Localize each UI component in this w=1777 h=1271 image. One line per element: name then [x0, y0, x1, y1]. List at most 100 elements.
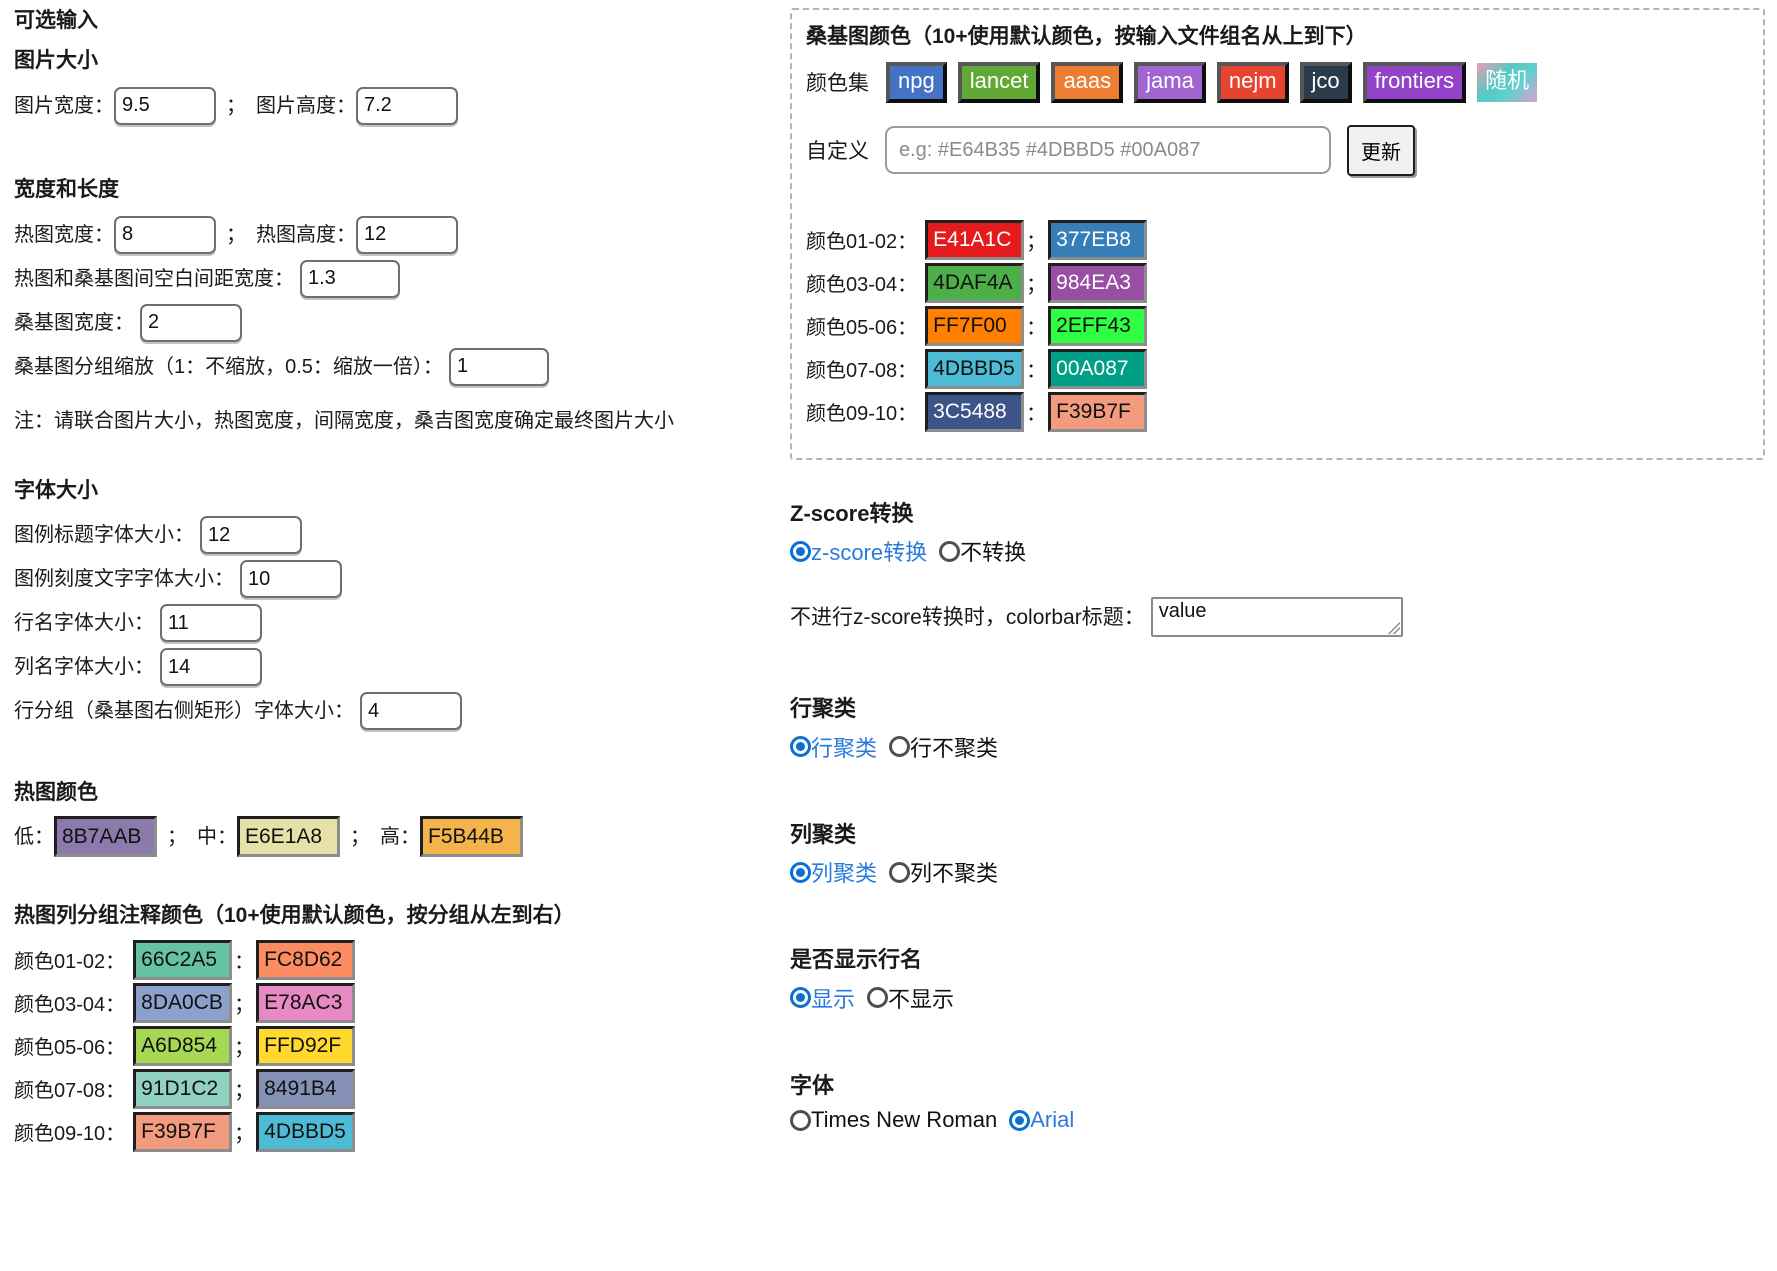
row-cluster-section: 行聚类 行聚类 行不聚类 [790, 695, 1775, 763]
sankey-color-09-swatch[interactable]: 3C5488 [925, 391, 1025, 432]
rowname-fontsize-label: 行名字体大小： [14, 612, 154, 634]
colname-fontsize-input[interactable] [160, 648, 262, 686]
color-08-swatch[interactable]: 8491B4 [256, 1068, 356, 1109]
sankey-color-10-swatch[interactable]: F39B7F [1048, 391, 1148, 432]
palette-jama-button[interactable]: jama [1134, 62, 1206, 103]
separator: ； [234, 994, 255, 1016]
update-button[interactable]: 更新 [1347, 124, 1415, 176]
image-width-label: 图片宽度： [14, 94, 114, 117]
color-03-04-label: 颜色03-04： [14, 994, 126, 1016]
gap-width-input[interactable] [300, 259, 400, 298]
legend-tick-fontsize-input[interactable] [240, 560, 342, 598]
zscore-off-radio[interactable] [939, 540, 961, 562]
sankey-scale-input[interactable] [448, 347, 549, 386]
font-size-heading: 字体大小 [14, 478, 98, 502]
row-cluster-off-label[interactable]: 行不聚类 [910, 735, 999, 761]
color-02-swatch[interactable]: FC8D62 [256, 939, 356, 980]
show-rownames-on-label[interactable]: 显示 [811, 986, 856, 1012]
image-height-input[interactable] [356, 86, 458, 125]
heatmap-width-input[interactable] [114, 215, 216, 254]
sankey-color-04-swatch[interactable]: 984EA3 [1048, 262, 1148, 303]
font-heading: 字体 [790, 1072, 835, 1098]
separator: ； [234, 1037, 255, 1059]
image-width-input[interactable] [114, 86, 216, 125]
zscore-on-radio[interactable] [790, 540, 811, 562]
palette-aaas-button[interactable]: aaas [1051, 62, 1124, 103]
high-color-label: 高： [380, 825, 420, 848]
color-07-swatch[interactable]: 91D1C2 [133, 1068, 233, 1109]
heatmap-height-label: 热图高度： [256, 223, 356, 246]
heatmap-height-input[interactable] [356, 215, 458, 254]
separator: ； [234, 1080, 255, 1102]
zscore-on-label[interactable]: z-score转换 [811, 540, 928, 566]
sankey-color-03-04-label: 颜色03-04： [806, 274, 918, 297]
mid-color-label: 中： [197, 825, 237, 848]
legend-title-fontsize-input[interactable] [200, 516, 302, 554]
rowgroup-fontsize-input[interactable] [360, 692, 462, 730]
palette-jco-button[interactable]: jco [1299, 62, 1352, 103]
sankey-color-05-swatch[interactable]: FF7F00 [925, 305, 1025, 346]
color-01-swatch[interactable]: 66C2A5 [133, 939, 233, 980]
separator: ； [234, 1123, 255, 1145]
color-09-swatch[interactable]: F39B7F [133, 1111, 233, 1152]
color-07-08-label: 颜色07-08： [14, 1080, 126, 1102]
colname-fontsize-label: 列名字体大小： [14, 656, 154, 678]
palette-nejm-button[interactable]: nejm [1216, 62, 1289, 103]
show-rownames-off-label[interactable]: 不显示 [888, 986, 955, 1012]
col-cluster-off-radio[interactable] [889, 861, 911, 883]
font-times-label[interactable]: Times New Roman [811, 1107, 998, 1133]
palette-npg-button[interactable]: npg [886, 62, 947, 103]
col-cluster-section: 列聚类 列聚类 列不聚类 [790, 821, 1775, 889]
zscore-off-label[interactable]: 不转换 [960, 540, 1027, 566]
color-04-swatch[interactable]: E78AC3 [256, 982, 356, 1023]
left-panel: 可选输入 图片大小 图片宽度： ； 图片高度： 宽度和长度 热图宽度： ； 热图… [14, 8, 786, 1152]
low-color-swatch[interactable]: 8B7AAB [54, 816, 157, 858]
separator: ： [1026, 360, 1047, 383]
separator: ： [1026, 403, 1047, 426]
colorbar-title-textarea[interactable]: value [1150, 597, 1403, 638]
show-rownames-heading: 是否显示行名 [790, 947, 923, 973]
sankey-color-08-swatch[interactable]: 00A087 [1048, 348, 1148, 389]
legend-tick-fontsize-label: 图例刻度文字字体大小： [14, 568, 234, 590]
rowgroup-fontsize-label: 行分组（桑基图右侧矩形）字体大小： [14, 700, 354, 722]
sankey-color-05-06-label: 颜色05-06： [806, 317, 918, 340]
gap-width-label: 热图和桑基图间空白间距宽度： [14, 267, 294, 290]
sankey-color-09-10-label: 颜色09-10： [806, 403, 918, 426]
legend-title-fontsize-label: 图例标题字体大小： [14, 524, 194, 546]
show-rownames-on-radio[interactable] [790, 987, 811, 1009]
sankey-color-01-swatch[interactable]: E41A1C [925, 219, 1025, 260]
show-rownames-off-radio[interactable] [867, 987, 889, 1009]
separator: ； [167, 825, 187, 848]
sankey-color-07-swatch[interactable]: 4DBBD5 [925, 348, 1025, 389]
rowname-fontsize-input[interactable] [160, 604, 262, 642]
col-cluster-on-label[interactable]: 列聚类 [811, 861, 878, 887]
sankey-width-input[interactable] [140, 303, 242, 342]
col-cluster-on-radio[interactable] [790, 861, 811, 883]
sankey-colors-box: 桑基图颜色（10+使用默认颜色，按输入文件组名从上到下） 颜色集 npg lan… [790, 8, 1765, 460]
sankey-color-02-swatch[interactable]: 377EB8 [1048, 219, 1148, 260]
color-06-swatch[interactable]: FFD92F [256, 1025, 356, 1066]
sankey-color-03-swatch[interactable]: 4DAF4A [925, 262, 1025, 303]
row-cluster-off-radio[interactable] [889, 736, 911, 758]
heatmap-colors-heading: 热图颜色 [14, 781, 98, 804]
mid-color-swatch[interactable]: E6E1A8 [237, 816, 340, 858]
resize-grip-icon[interactable] [1386, 621, 1400, 635]
color-03-swatch[interactable]: 8DA0CB [133, 982, 233, 1023]
font-arial-radio[interactable] [1009, 1109, 1031, 1131]
font-times-radio[interactable] [790, 1109, 811, 1131]
high-color-swatch[interactable]: F5B44B [420, 816, 523, 858]
palette-lancet-button[interactable]: lancet [957, 62, 1041, 103]
row-cluster-on-label[interactable]: 行聚类 [811, 735, 878, 761]
sankey-color-06-swatch[interactable]: 2EFF43 [1048, 305, 1148, 346]
color-10-swatch[interactable]: 4DBBD5 [256, 1111, 356, 1152]
font-arial-label[interactable]: Arial [1030, 1107, 1075, 1133]
palette-frontiers-button[interactable]: frontiers [1362, 62, 1467, 103]
palette-row: 颜色集 npg lancet aaas jama nejm jco fronti… [806, 62, 1747, 103]
col-cluster-off-label[interactable]: 列不聚类 [910, 861, 999, 887]
palette-random-button[interactable]: 随机 [1477, 63, 1538, 102]
row-cluster-on-radio[interactable] [790, 736, 811, 758]
custom-colors-input[interactable] [885, 126, 1331, 175]
color-05-swatch[interactable]: A6D854 [133, 1025, 233, 1066]
optional-input-heading: 可选输入 [14, 9, 98, 32]
